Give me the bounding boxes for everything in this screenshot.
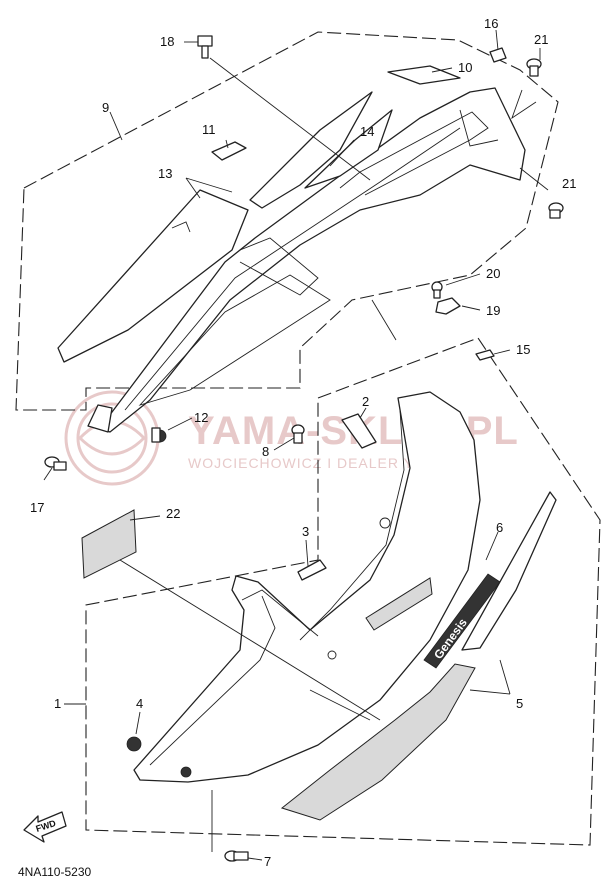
callout-4: 4 bbox=[136, 696, 143, 711]
clip-16 bbox=[489, 47, 507, 63]
callout-9: 9 bbox=[102, 100, 109, 115]
grommet-12 bbox=[151, 427, 167, 443]
callouts: 18 16 21 10 9 11 14 13 21 20 19 15 2 12 … bbox=[30, 16, 576, 869]
diagram-code: 4NA110-5230 bbox=[18, 865, 91, 879]
lower-side-cover bbox=[133, 391, 481, 783]
callout-19: 19 bbox=[486, 303, 500, 318]
callout-10: 10 bbox=[458, 60, 472, 75]
trim-2 bbox=[341, 413, 377, 449]
callout-12: 12 bbox=[194, 410, 208, 425]
callout-22: 22 bbox=[166, 506, 180, 521]
callout-11: 11 bbox=[202, 122, 216, 137]
screw-17 bbox=[44, 456, 67, 471]
label-22 bbox=[81, 509, 137, 579]
callout-17: 17 bbox=[30, 500, 44, 515]
grommet-21-lower bbox=[548, 202, 564, 219]
left-side-panel bbox=[57, 189, 249, 363]
callout-13: 13 bbox=[158, 166, 172, 181]
watermark-logo bbox=[64, 390, 160, 486]
callout-15: 15 bbox=[516, 342, 530, 357]
lower-group-boundary bbox=[85, 337, 601, 846]
nut-clip-19 bbox=[435, 297, 461, 315]
watermark-subtitle: WOJCIECHOWICZ I DEALER YAMAHA bbox=[188, 455, 468, 471]
screw-8 bbox=[291, 424, 305, 444]
leader-lines bbox=[43, 29, 549, 861]
trim-3 bbox=[297, 559, 327, 581]
screw-18 bbox=[197, 35, 213, 59]
grommet-21-top bbox=[526, 58, 542, 77]
callout-20: 20 bbox=[486, 266, 500, 281]
tab-11 bbox=[211, 141, 247, 161]
callout-5: 5 bbox=[516, 696, 523, 711]
screw-7 bbox=[224, 850, 249, 862]
callout-2: 2 bbox=[362, 394, 369, 409]
callout-21-top: 21 bbox=[534, 32, 548, 47]
bolt-20 bbox=[431, 281, 443, 299]
callout-21-lower: 21 bbox=[562, 176, 576, 191]
callout-1: 1 bbox=[54, 696, 61, 711]
callout-6: 6 bbox=[496, 520, 503, 535]
grommet-4 bbox=[126, 736, 142, 752]
pad-10 bbox=[387, 65, 461, 85]
plate-15 bbox=[475, 349, 495, 361]
upper-group-boundary bbox=[15, 31, 559, 411]
callout-18: 18 bbox=[160, 34, 174, 49]
callout-14: 14 bbox=[360, 124, 374, 139]
callout-8: 8 bbox=[262, 444, 269, 459]
fwd-arrow-icon: FWD bbox=[23, 811, 67, 843]
callout-16: 16 bbox=[484, 16, 498, 31]
callout-7: 7 bbox=[264, 854, 271, 869]
upper-tail-cover bbox=[87, 87, 526, 433]
callout-3: 3 bbox=[302, 524, 309, 539]
side-stripes-5 bbox=[280, 491, 557, 821]
mount-hole bbox=[180, 766, 192, 778]
